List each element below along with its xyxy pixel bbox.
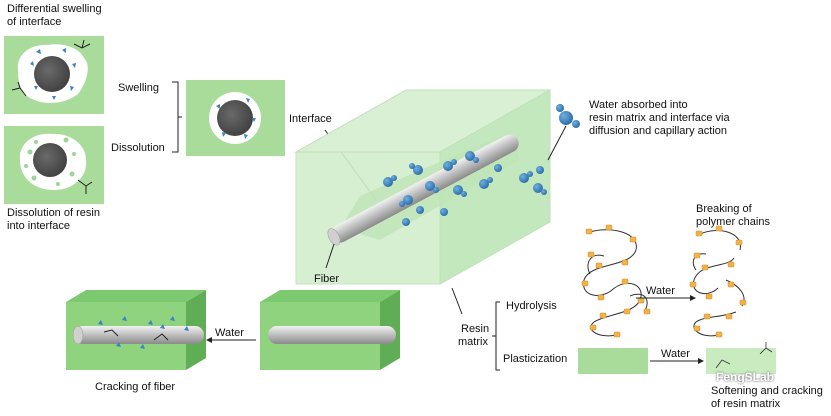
fiber-label: Fiber xyxy=(314,273,340,285)
cracking-fiber-label: Cracking of fiber xyxy=(95,381,176,393)
interface-panel-center xyxy=(186,80,285,156)
dissolution-label: Dissolution xyxy=(111,142,165,154)
composite-cube xyxy=(294,89,552,285)
plasticization-label: Plasticization xyxy=(503,353,568,365)
differential-swelling-label-2: of interface xyxy=(7,16,62,28)
swelling-panel-left xyxy=(4,36,104,114)
dissolution-panel-left xyxy=(4,126,104,204)
water-absorbed-label-3: diffusion and capillary action xyxy=(589,125,727,137)
water-absorbed-label-2: resin matrix and interface via xyxy=(589,112,730,124)
polymer-chain-intact xyxy=(581,224,651,338)
fiber-block-intact xyxy=(260,290,400,370)
interface-label: Interface xyxy=(289,113,332,125)
water-label-cracking: Water xyxy=(215,327,244,339)
breaking-label-2: polymer chains xyxy=(696,216,770,228)
fiber-pointer xyxy=(325,243,335,269)
water-pointer xyxy=(547,125,567,161)
resin-block-intact xyxy=(578,348,648,374)
swelling-label: Swelling xyxy=(118,82,159,94)
water-absorbed-label-1: Water absorbed into xyxy=(589,99,688,111)
breaking-label-1: Breaking of xyxy=(696,203,752,215)
resin-bracket xyxy=(492,301,500,371)
water-molecule-icon xyxy=(556,104,580,128)
dissolution-resin-label-1: Dissolution of resin xyxy=(7,207,100,219)
resin-pointer xyxy=(451,287,463,315)
watermark: FengSLab xyxy=(716,370,775,384)
hydrolysis-label: Hydrolysis xyxy=(506,300,557,312)
softening-label-1: Softening and cracking xyxy=(711,385,823,397)
differential-swelling-label-1: Differential swelling xyxy=(7,3,102,15)
polymer-chain-broken xyxy=(689,225,747,338)
softening-label-2: of resin matrix xyxy=(711,398,781,410)
resin-matrix-label-2: matrix xyxy=(458,336,488,348)
dissolution-resin-label-2: into interface xyxy=(7,220,70,232)
resin-block-softened xyxy=(706,348,776,374)
bracket xyxy=(172,81,182,153)
water-label-plasticization: Water xyxy=(661,348,690,360)
resin-matrix-label-1: Resin xyxy=(461,323,490,335)
water-label-hydrolysis: Water xyxy=(646,285,675,297)
fiber-block-cracked xyxy=(66,290,206,370)
